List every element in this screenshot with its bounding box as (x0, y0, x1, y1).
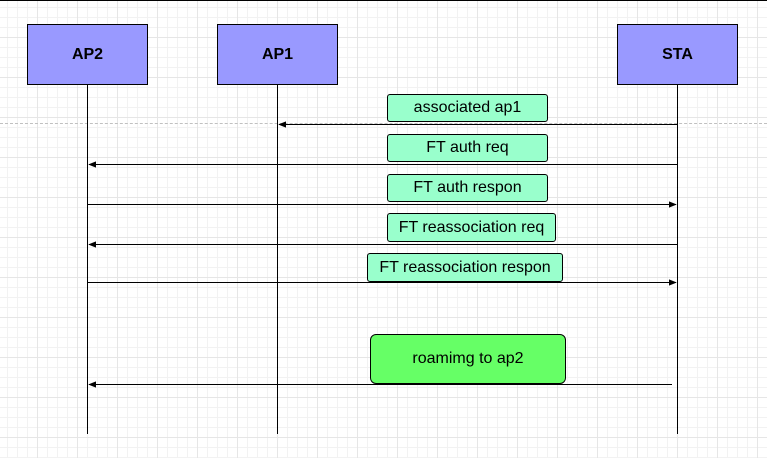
message-label-associated-ap1[interactable]: associated ap1 (387, 94, 548, 122)
message-label-ft-reassociation-respon[interactable]: FT reassociation respon (367, 253, 563, 282)
message-label-ft-auth-respon[interactable]: FT auth respon (387, 174, 548, 202)
actor-sta[interactable]: STA (617, 24, 738, 85)
page-break-guide (0, 123, 767, 124)
canvas-top-border (0, 0, 767, 1)
message-label-ft-auth-req[interactable]: FT auth req (387, 134, 548, 162)
lifeline-ap1 (277, 84, 278, 434)
actor-ap1[interactable]: AP1 (217, 24, 338, 85)
actor-ap2[interactable]: AP2 (27, 24, 148, 85)
message-label-ft-reassociation-req[interactable]: FT reassociation req (387, 213, 556, 242)
lifeline-sta (677, 84, 678, 434)
lifeline-ap2 (87, 84, 88, 434)
message-label-roaming-to-ap2[interactable]: roamimg to ap2 (370, 334, 566, 384)
